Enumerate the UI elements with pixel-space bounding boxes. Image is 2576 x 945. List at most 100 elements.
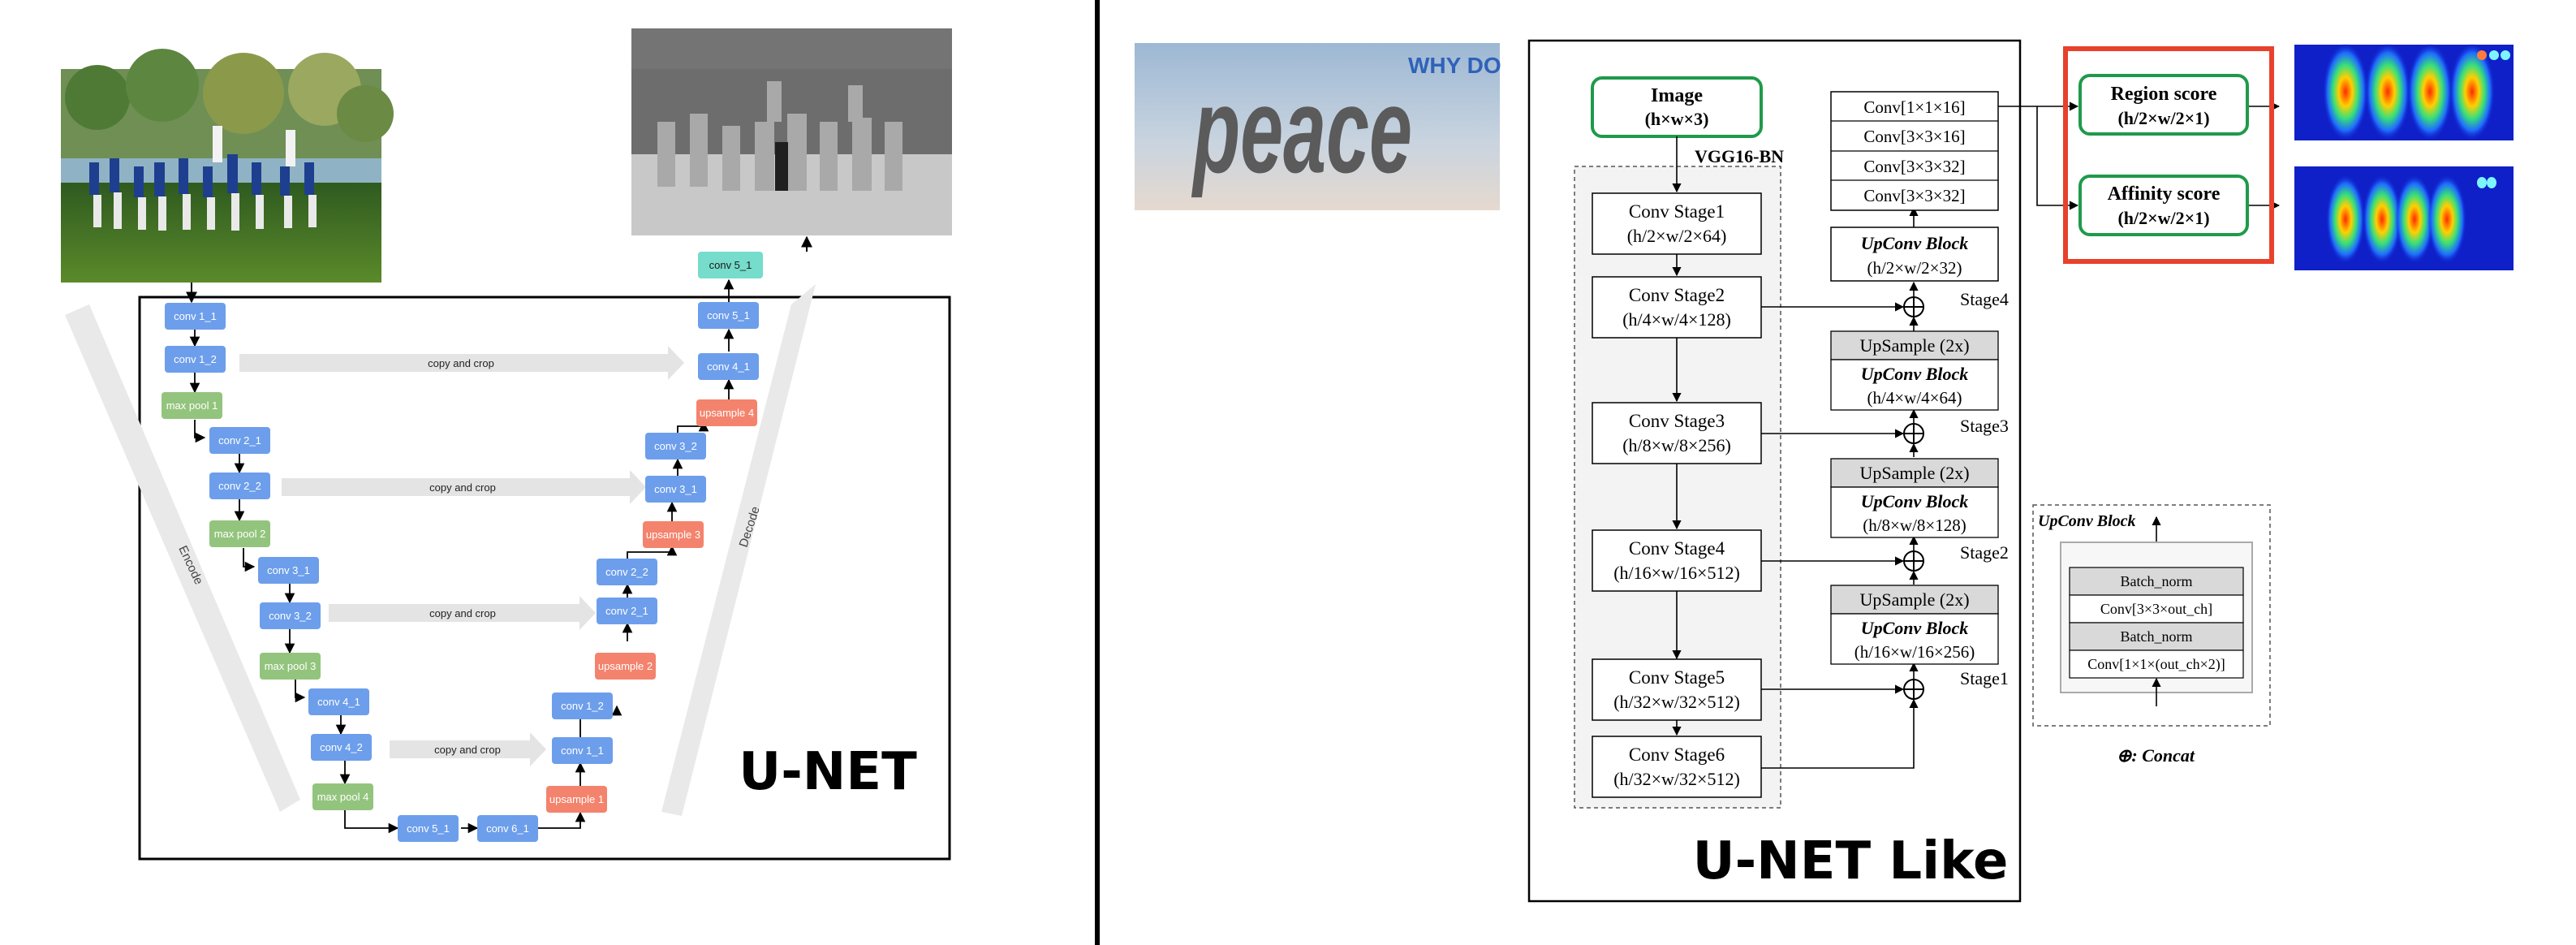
encoder-block-5: max pool 2 bbox=[209, 520, 270, 547]
decoder-block-label-3: upsample 2 bbox=[598, 660, 653, 672]
stage-tag-2: Stage2 bbox=[1960, 542, 2009, 563]
decoder-block-label-10: conv 4_1 bbox=[707, 360, 750, 373]
bottleneck-block-0: conv 5_1 bbox=[398, 815, 459, 842]
encoder-block-label-3: conv 2_1 bbox=[218, 434, 261, 447]
encoder-block-7: conv 3_2 bbox=[260, 602, 321, 629]
upconv-title-1: UpConv Block bbox=[1861, 364, 1969, 384]
concat-note: ⊕: Concat bbox=[2117, 745, 2195, 766]
encoder-block-2: max pool 1 bbox=[162, 392, 222, 419]
conv-stage-4-name: Conv Stage4 bbox=[1629, 538, 1725, 559]
text-sample-image: peace WHY DO bbox=[1135, 43, 1501, 210]
encoder-block-label-7: conv 3_2 bbox=[269, 610, 312, 622]
unet-like-panel: peace WHY DO VGG16-BN Image (h×w×3) bbox=[1135, 39, 2514, 903]
head-convs: Conv[1×1×16] Conv[3×3×16] Conv[3×3×32] C… bbox=[1830, 91, 1999, 211]
image-input-line1: Image bbox=[1651, 85, 1703, 106]
conv-stage-1-dims: (h/2×w/2×64) bbox=[1627, 226, 1727, 246]
conv-stage-6: Conv Stage6 (h/32×w/32×512) bbox=[1592, 736, 1762, 798]
decoder-block-label-2: conv 1_2 bbox=[561, 700, 604, 712]
encode-band bbox=[65, 304, 300, 812]
upconv-dims-2: (h/8×w/8×128) bbox=[1863, 516, 1966, 535]
concat-node-stage1 bbox=[1903, 679, 1924, 700]
encoder-block-label-11: max pool 4 bbox=[317, 791, 369, 803]
affinity-score-box: Affinity score (h/2×w/2×1) bbox=[2078, 175, 2249, 236]
image-input-line2: (h×w×3) bbox=[1645, 109, 1709, 129]
conv-stage-3: Conv Stage3(h/8×w/8×256) bbox=[1592, 402, 1762, 464]
panel-divider bbox=[1095, 0, 1100, 945]
upsample-label-1: UpSample (2x) bbox=[1859, 335, 1969, 356]
up-group-3: UpSample (2x) UpConv Block (h/16×w/16×256) bbox=[1830, 585, 1999, 665]
upconv-title-3: UpConv Block bbox=[1861, 618, 1969, 638]
decoder-block-label-6: upsample 3 bbox=[646, 529, 700, 541]
region-score-line2: (h/2×w/2×1) bbox=[2117, 108, 2209, 128]
concat-nodes bbox=[1903, 296, 1924, 700]
stage-tag-4: Stage4 bbox=[1960, 289, 2009, 309]
upconv-top-title: UpConv Block bbox=[1861, 233, 1969, 253]
encoder-block-9: conv 4_1 bbox=[308, 688, 369, 715]
stage-tag-3: Stage3 bbox=[1960, 416, 2009, 436]
encoder-block-label-6: conv 3_1 bbox=[267, 564, 310, 576]
encoder-block-10: conv 4_2 bbox=[311, 734, 372, 761]
decoder-block-5: conv 2_2 bbox=[597, 559, 657, 585]
encoder-block-label-2: max pool 1 bbox=[166, 399, 218, 412]
decoder-block-2: conv 1_2 bbox=[552, 693, 613, 719]
decoder-block-4: conv 2_1 bbox=[597, 598, 657, 624]
conv-stage-5-dims: (h/32×w/32×512) bbox=[1613, 692, 1740, 712]
decoder-block-1: conv 1_1 bbox=[552, 737, 613, 764]
segmentation-output bbox=[631, 28, 952, 235]
encoder-block-6: conv 3_1 bbox=[258, 557, 319, 584]
encoder-block-11: max pool 4 bbox=[312, 783, 373, 810]
upsample-label-3: UpSample (2x) bbox=[1859, 589, 1969, 610]
encoder-block-label-8: max pool 3 bbox=[265, 660, 317, 672]
encoder-block-0: conv 1_1 bbox=[165, 303, 226, 330]
unet-like-title: U-NET Like bbox=[1693, 831, 2009, 891]
encoder-block-label-9: conv 4_1 bbox=[317, 696, 360, 708]
unet-like-connectors bbox=[1672, 101, 2281, 769]
upsample-label-2: UpSample (2x) bbox=[1859, 463, 1969, 483]
encoder-block-1: conv 1_2 bbox=[165, 346, 226, 373]
decoder-block-6: upsample 3 bbox=[643, 521, 704, 548]
conv-stage-2: Conv Stage2(h/4×w/4×128) bbox=[1592, 276, 1762, 339]
unet-title: U-NET bbox=[739, 742, 917, 802]
decoder-block-label-1: conv 1_1 bbox=[561, 744, 604, 757]
decoder-block-label-5: conv 2_2 bbox=[605, 566, 648, 578]
region-score-box: Region score (h/2×w/2×1) bbox=[2078, 74, 2249, 136]
decoder-block-label-8: conv 3_2 bbox=[654, 440, 697, 452]
region-score-line1: Region score bbox=[2111, 84, 2217, 105]
unet-like-frame bbox=[1527, 39, 2022, 903]
unet-frame bbox=[138, 296, 951, 861]
decoder-block-9: upsample 4 bbox=[696, 399, 757, 426]
upconv-dims-3: (h/16×w/16×256) bbox=[1854, 642, 1975, 662]
head-conv-2: Conv[3×3×16] bbox=[1863, 127, 1965, 146]
conv-stage-5: Conv Stage5(h/32×w/32×512) bbox=[1592, 658, 1762, 721]
conv-stage-6-dims: (h/32×w/32×512) bbox=[1613, 769, 1740, 789]
legend-title: UpConv Block bbox=[2038, 512, 2136, 530]
legend-row-2: Conv[3×3×out_ch] bbox=[2100, 601, 2212, 617]
decoder-block-label-0: upsample 1 bbox=[549, 793, 604, 805]
unet-connectors bbox=[189, 278, 734, 834]
sample-word: peace bbox=[1191, 62, 1412, 198]
vgg-label: VGG16-BN bbox=[1695, 146, 1784, 166]
decoder-block-8: conv 3_2 bbox=[645, 433, 706, 460]
up-group-1: UpSample (2x)UpConv Block(h/4×w/4×64) bbox=[1830, 330, 1999, 411]
concat-node-stage4 bbox=[1903, 296, 1924, 317]
conv-stage-6-name: Conv Stage6 bbox=[1629, 744, 1725, 765]
score-output-frame bbox=[2063, 46, 2274, 264]
vgg-stages: Conv Stage1 (h/2×w/2×64) Conv Stage2(h/4×w… bbox=[1592, 192, 1762, 798]
bottleneck-block-label-0: conv 5_1 bbox=[407, 822, 450, 835]
affinity-score-line2: (h/2×w/2×1) bbox=[2117, 208, 2209, 228]
stage-tag-1: Stage1 bbox=[1960, 668, 2009, 688]
conv-stage-1-name: Conv Stage1 bbox=[1629, 201, 1725, 222]
upconv-title-2: UpConv Block bbox=[1861, 491, 1969, 511]
decoder-block-label-12: conv 5_1 bbox=[709, 259, 752, 271]
decoder-block-0: upsample 1 bbox=[546, 786, 607, 813]
encoder-block-3: conv 2_1 bbox=[209, 427, 270, 454]
encoder-block-8: max pool 3 bbox=[260, 653, 321, 680]
encoder-block-label-10: conv 4_2 bbox=[320, 741, 363, 753]
legend-row-3: Batch_norm bbox=[2121, 628, 2193, 645]
upconv-legend: UpConv Block Batch_norm Conv[3×3×out_ch]… bbox=[2032, 504, 2271, 727]
upconv-top-dims: (h/2×w/2×32) bbox=[1867, 258, 1962, 278]
conv-stage-2-dims: (h/4×w/4×128) bbox=[1622, 309, 1731, 330]
copy-and-crop-arrows bbox=[239, 346, 684, 766]
